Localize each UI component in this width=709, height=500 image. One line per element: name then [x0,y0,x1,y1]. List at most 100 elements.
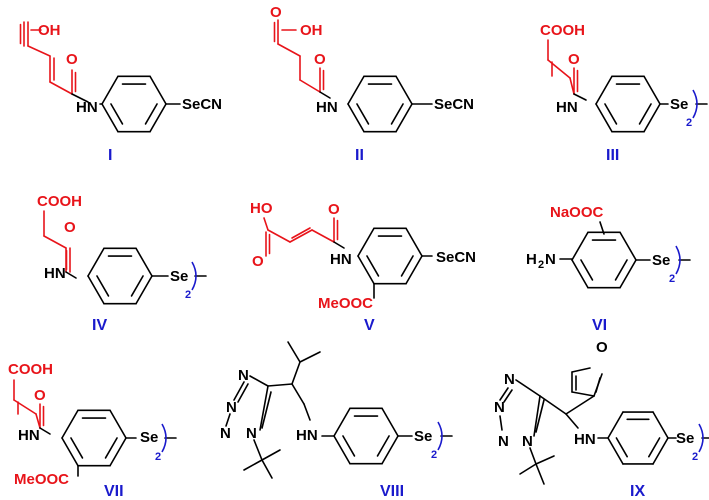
benzene-ring [643,75,661,105]
benzene-ring [395,75,413,105]
benzene-ring [595,75,613,105]
bond-line [267,383,293,387]
aromatic-bond-line [144,103,158,125]
benzene-ring [607,411,624,439]
bond-line [259,385,269,431]
dimer-bracket [675,245,681,275]
benzene-ring [87,247,105,277]
bond-line [529,447,537,465]
bond-line [319,91,331,99]
carbonyl-oxygen-label: O [568,51,580,68]
hydroxyl-label: OH [38,22,61,39]
bond-line [65,271,77,279]
bond-line [263,217,269,231]
tetrazole-n-label: N [238,367,249,384]
amine-label: HN [18,427,40,444]
dimer-subscript: 2 [185,289,191,301]
hydroxyl-label: OH [300,22,323,39]
bond-line [267,229,291,243]
benzene-ring [61,409,79,439]
aromatic-bond-line [580,259,594,281]
aromatic-bond-line [366,255,380,277]
benzene-ring [652,437,669,465]
tetrazole-n-label: N [494,399,505,416]
aromatic-bond-line [376,435,390,457]
compound-id: III [606,147,619,164]
selenium-label: Se [414,428,432,445]
carboxylic-acid-label: COOH [37,193,82,210]
compound-id: V [364,317,375,334]
dimer-subscript: 2 [431,449,437,461]
benzene-ring [571,259,589,289]
dimer-subscript: 2 [155,451,161,463]
benzene-ring [357,227,375,257]
selenium-label: Se [170,268,188,285]
benzene-ring [405,255,423,285]
bond-line [573,93,587,101]
tetrazole-n-label: N [246,425,257,442]
dimer-bracket [161,423,167,453]
bond-line [499,415,503,431]
aromatic-bond-line [400,255,414,277]
bond-line [333,241,345,249]
aromatic-bond-line [130,275,144,297]
benzene-ring [101,75,119,105]
benzene-ring [135,275,153,305]
compound-id: I [108,147,112,164]
bond-line [225,413,231,427]
tetrazole-n-label: N [504,371,515,388]
benzene-ring [149,75,167,105]
sodium-carboxylate-label: NaOOC [550,204,604,221]
benzene-ring [395,103,413,133]
dimer-subscript: 2 [692,451,698,463]
bond-line [539,395,567,415]
bond-line [261,459,273,479]
carbonyl-oxygen-label: O [34,387,46,404]
selenium-label: Se [676,430,694,447]
carbonyl-oxygen-label: O [328,201,340,218]
amine-label: HN [76,99,98,116]
aromatic-bond-line [342,435,356,457]
bond-line [49,81,73,95]
bond-line [311,229,335,243]
bond-line [503,389,513,403]
tetrazole-n-label: N [220,425,231,442]
benzene-ring [109,437,127,467]
aromatic-bond-line [104,437,118,459]
aromatic-bond-line [638,103,652,125]
bond-line [261,391,272,429]
tetrazole-n-label: N [498,433,509,450]
dimer-bracket [698,423,704,453]
bond-line [499,387,509,401]
benzene-ring [149,103,167,133]
dimer-bracket [437,421,443,451]
bond-line [237,383,249,403]
benzene-ring [607,437,624,465]
selenocyanate-label: SeCN [182,96,222,113]
carbonyl-oxygen-label: O [64,219,76,236]
carboxylic-acid-label: COOH [8,361,53,378]
benzene-ring [347,75,365,105]
methyl-ester-label: MeOOC [14,471,69,488]
benzene-ring [357,255,375,285]
aromatic-bond-line [615,437,629,458]
benzene-ring [333,435,351,465]
dimer-subscript: 2 [669,273,675,285]
compound-id: IX [630,483,645,500]
bond-line [595,377,601,393]
furan-oxygen-label: O [596,339,608,356]
selenium-label: Se [670,96,688,113]
bond-line [535,463,545,485]
carbonyl-oxygen-label: O [314,51,326,68]
benzene-ring [643,103,661,133]
bond-line [291,361,301,385]
benzene-ring [109,409,127,439]
bond-line [71,93,89,103]
benzene-ring [571,231,589,261]
dimer-subscript: 2 [686,117,692,129]
bond-line [289,229,313,243]
benzene-ring [595,103,613,133]
tetrazole-n-label: N [226,399,237,416]
